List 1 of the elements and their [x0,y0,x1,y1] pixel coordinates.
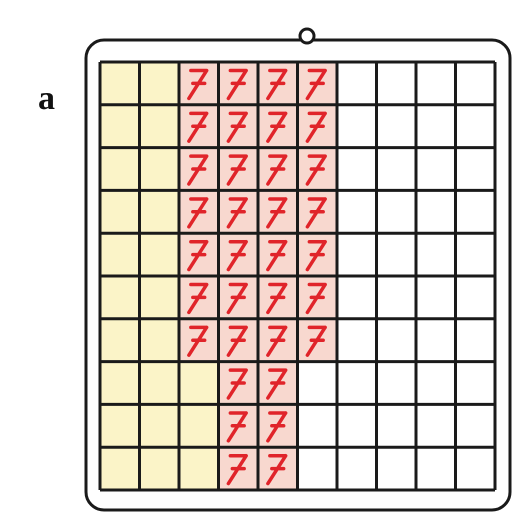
panel-letter: a [38,82,55,116]
